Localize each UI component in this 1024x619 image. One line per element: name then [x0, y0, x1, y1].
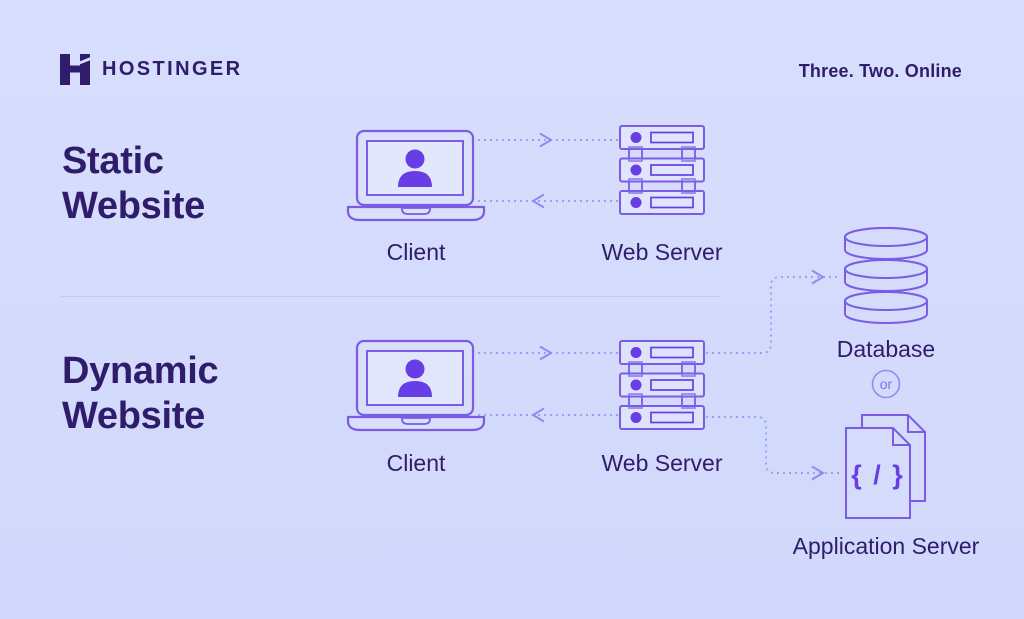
brand-header: HOSTINGER: [60, 54, 243, 85]
static-website-title: Static Website: [62, 140, 205, 227]
brand-tagline: Three. Two. Online: [798, 61, 962, 81]
code-glyph: { / }: [851, 460, 905, 490]
brand-name: HOSTINGER: [102, 58, 243, 80]
database-label: Database: [836, 336, 936, 362]
or-badge: or: [871, 369, 901, 399]
dynamic-response-arrow: [478, 407, 618, 423]
static-web-server-icon: [620, 126, 704, 214]
application-server-label: Application Server: [792, 533, 980, 559]
application-server-documents-icon: { / }: [845, 414, 926, 519]
connector-to-app-server: [706, 416, 842, 481]
static-request-arrow: [478, 132, 618, 148]
dynamic-website-title: Dynamic Website: [62, 350, 219, 437]
dynamic-server-label: Web Server: [601, 450, 723, 476]
static-server-label: Web Server: [601, 239, 723, 265]
dynamic-client-label: Client: [386, 450, 446, 476]
or-label: or: [880, 376, 893, 392]
static-client-label: Client: [386, 239, 446, 265]
section-divider: [60, 296, 720, 297]
dynamic-request-arrow: [478, 345, 618, 361]
static-response-arrow: [478, 193, 618, 209]
connector-to-database: [706, 269, 840, 354]
static-client-laptop-icon: [346, 129, 486, 222]
dynamic-web-server-icon: [620, 341, 704, 429]
hostinger-logo-icon: [60, 54, 90, 85]
database-icon: [844, 227, 928, 324]
dynamic-client-laptop-icon: [346, 339, 486, 432]
